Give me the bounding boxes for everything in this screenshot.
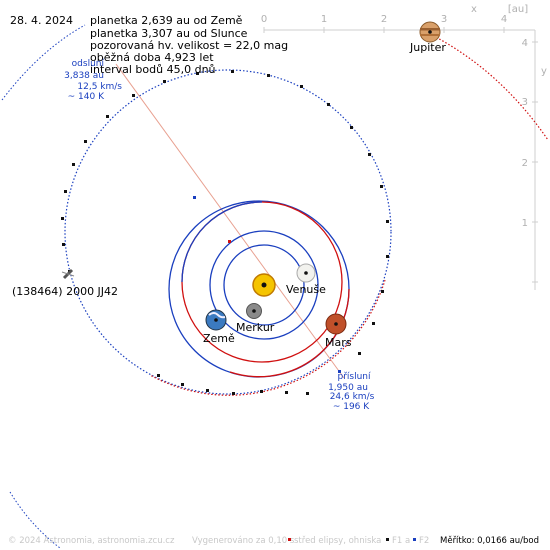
aphelion-title: odsluní [72,59,105,69]
aphelion-speed: 12,5 km/s [77,82,122,92]
apsidal-line [115,63,345,379]
mars-planet-icon [325,313,347,335]
ellipse-center-marker [228,240,231,243]
perihelion-distance: 1,950 au [328,383,368,393]
footer-legend-f1: F1 a [392,536,410,546]
info-line-2: planetka 3,307 au od Slunce [90,27,248,40]
scale-axes: 0 1 2 3 4 x [au] 4 3 2 1 y [261,4,547,290]
mercury-label: Merkur [236,321,275,334]
asteroid-orbit-fragment-upper [1,24,86,101]
asteroid-orbit-outside-segment [149,279,386,396]
asteroid-orbit-fragment-lower [9,491,61,549]
footer-generated: Vygenerováno za 0,10 s [192,536,295,546]
x-tick-2: 2 [381,14,387,25]
y-axis-label: y [541,66,547,77]
perihelion-speed: 24,6 km/s [330,392,375,402]
mercury-planet-icon [246,303,262,319]
mars-label: Mars [325,336,352,349]
legend-center-swatch [288,538,291,541]
y-tick-3: 3 [522,97,528,108]
perihelion-temperature: ~ 196 K [333,402,370,412]
sun-icon [252,273,276,297]
perihelion-title: přísluní [337,372,371,382]
jupiter-label: Jupiter [409,41,446,54]
x-tick-1: 1 [321,14,327,25]
earth-planet-icon [205,309,227,331]
venus-planet-icon [296,263,316,283]
y-tick-4: 4 [522,38,528,49]
orbit-interval-points [61,70,389,395]
x-tick-4: 4 [501,14,507,25]
footer-scale: Měřítko: 0,0166 au/bod [440,536,539,546]
axis-unit: [au] [508,4,528,15]
info-line-1: planetka 2,639 au od Země [90,14,243,27]
jupiter-planet-icon [419,21,441,43]
earth-orbit-red-segment [229,288,350,378]
date-label: 28. 4. 2024 [10,14,73,27]
x-axis-label: x [471,4,477,15]
focus-f2-marker [193,196,196,199]
mercury-orbit [223,244,305,326]
info-line-3: pozorovaná hv. velikost = 22,0 mag [90,39,288,52]
y-tick-1: 1 [522,218,528,229]
y-tick-2: 2 [522,158,528,169]
legend-f1-swatch [386,538,389,541]
legend-f2-swatch [413,538,416,541]
footer-legend-center: střed elipsy, ohniska [294,536,381,546]
mars-orbit-blue-segment [181,201,263,283]
footer-legend-f2: F2 [419,536,429,546]
footer-copyright: © 2024 Astronomia, astronomia.zcu.cz [8,536,175,546]
x-tick-3: 3 [441,14,447,25]
perihelion-marker [338,370,341,373]
x-tick-0: 0 [261,14,267,25]
aphelion-distance: 3,838 au [64,71,104,81]
asteroid-orbit [64,69,392,395]
info-line-4: oběžná doba 4,923 let [90,51,214,64]
jupiter-orbit [429,33,549,141]
venus-label: Venuše [286,283,326,296]
aphelion-temperature: ~ 140 K [68,92,105,102]
asteroid-icon [61,268,75,280]
asteroid-name: (138464) 2000 JJ42 [12,285,118,298]
info-line-5: interval bodů 45,0 dnů [90,63,216,76]
venus-orbit [209,230,319,340]
earth-label: Země [203,332,235,345]
